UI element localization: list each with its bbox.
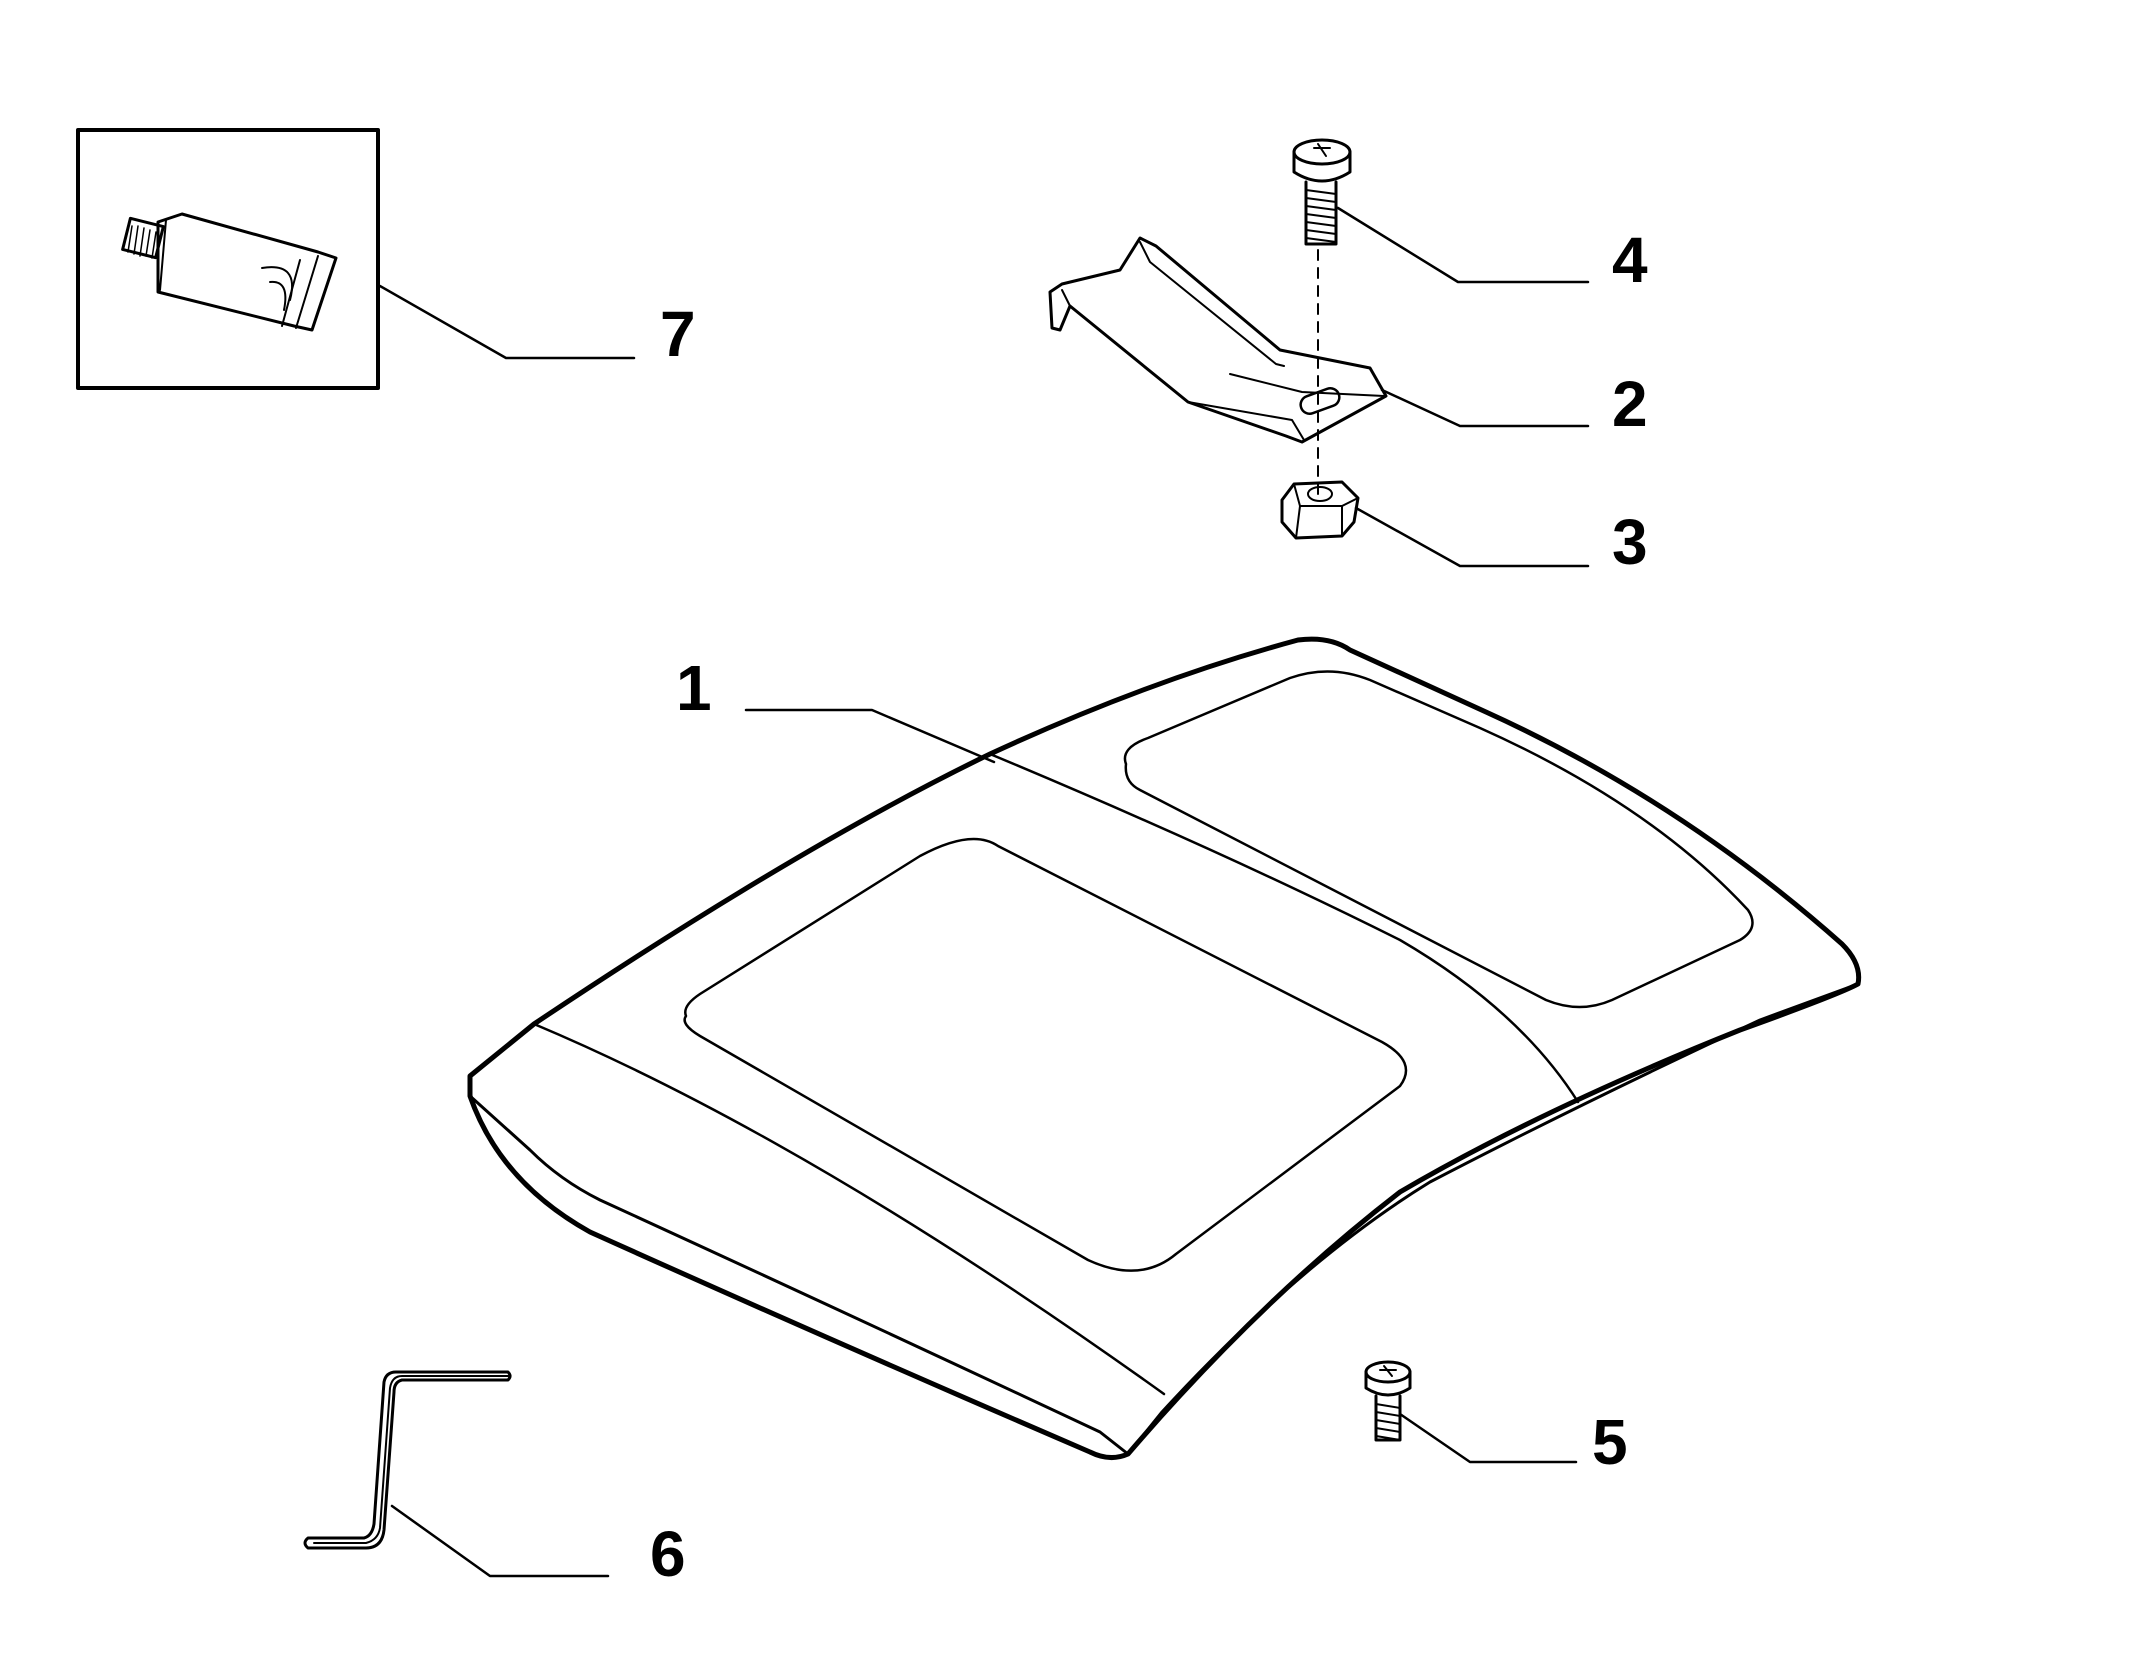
- bracket-icon: [1048, 236, 1388, 444]
- callout-2: 2: [1612, 368, 1648, 440]
- screw-icon: [1364, 1360, 1412, 1442]
- leader-lines: [378, 206, 1590, 1578]
- adhesive-tube-icon: [76, 128, 380, 390]
- leader-line-3: [1354, 506, 1590, 568]
- callout-4: 4: [1612, 224, 1648, 296]
- leader-line-1: [744, 708, 996, 764]
- callout-1: 1: [676, 652, 712, 724]
- leader-line-2: [1380, 388, 1590, 428]
- hex-key-icon: [303, 1370, 512, 1550]
- callout-5: 5: [1592, 1406, 1628, 1478]
- leader-line-7: [378, 284, 636, 360]
- leader-line-6: [390, 1504, 610, 1578]
- hex-nut-icon: [1280, 480, 1360, 540]
- callout-6: 6: [650, 1518, 686, 1590]
- leader-line-5: [1398, 1412, 1578, 1464]
- bolt-icon: [1292, 138, 1352, 246]
- roof-panel-icon: [467, 636, 1862, 1460]
- leader-line-4: [1336, 206, 1590, 284]
- callout-7: 7: [660, 298, 696, 370]
- callout-3: 3: [1612, 506, 1648, 578]
